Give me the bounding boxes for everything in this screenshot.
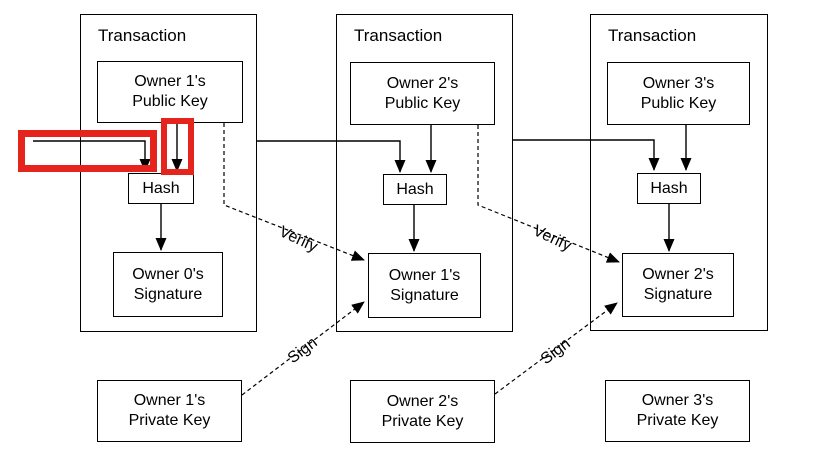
annotation-rect-prev-hash-arrow [18,130,157,172]
hash-box-1: Hash [128,173,194,204]
transaction-title-1: Transaction [98,26,187,45]
private-key-box-3: Owner 3's Private Key [605,380,750,442]
transaction-title-2: Transaction [354,26,443,45]
public-key-box-2: Owner 2's Public Key [350,62,495,125]
sign-label-1: Sign [284,334,321,368]
private-key-box-2: Owner 2's Private Key [350,380,495,443]
public-key-box-1: Owner 1's Public Key [97,61,243,123]
sign-label-2: Sign [537,335,574,369]
public-key-box-3: Owner 3's Public Key [607,62,750,125]
verify-label-2: Verify [530,222,574,255]
signature-box-2: Owner 1's Signature [368,253,481,318]
hash-box-2: Hash [383,174,447,205]
verify-label-1: Verify [276,223,320,256]
transaction-title-3: Transaction [608,26,697,45]
annotation-rect-pubkey-arrow [161,118,194,175]
hash-box-3: Hash [637,173,701,204]
signature-box-3: Owner 2's Signature [622,253,734,317]
signature-box-1: Owner 0's Signature [113,252,223,317]
private-key-box-1: Owner 1's Private Key [97,380,242,442]
